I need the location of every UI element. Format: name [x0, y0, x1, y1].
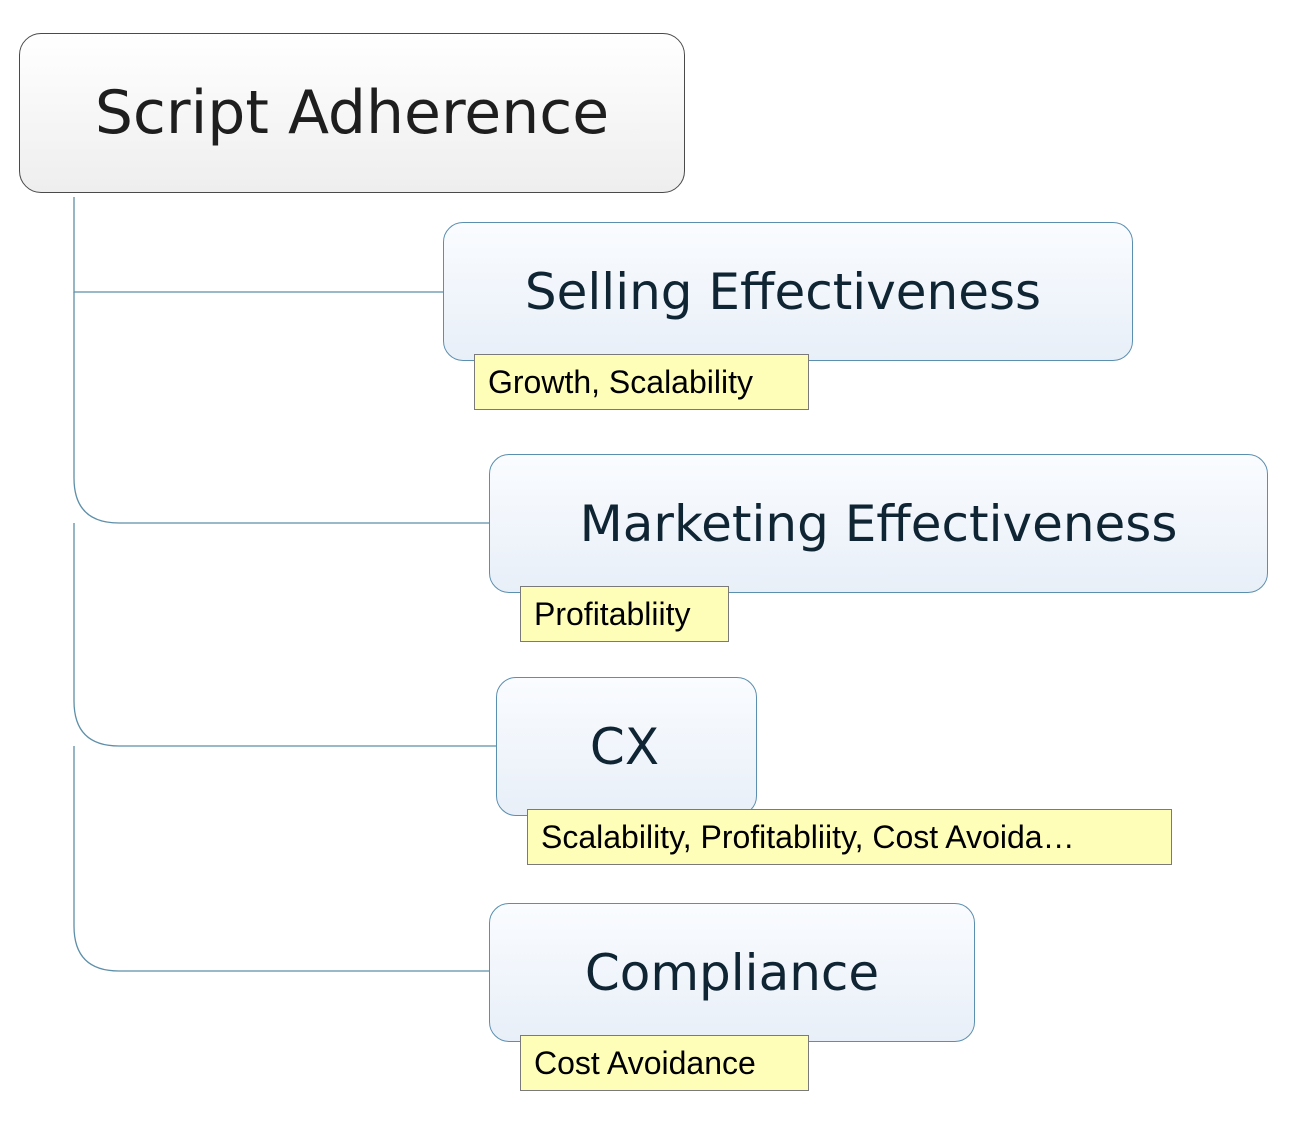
connector-compliance [73, 746, 490, 972]
topic-cx[interactable]: CX [496, 677, 757, 816]
topic-cx-label: CX [589, 717, 660, 776]
topic-marketing-effectiveness-label: Marketing Effectiveness [579, 494, 1178, 553]
topic-compliance[interactable]: Compliance [489, 903, 975, 1042]
topic-selling-effectiveness-label: Selling Effectiveness [524, 262, 1042, 321]
topic-marketing-effectiveness[interactable]: Marketing Effectiveness [489, 454, 1268, 593]
tag-compliance-text: Cost Avoidance [534, 1044, 756, 1081]
topic-selling-effectiveness[interactable]: Selling Effectiveness [443, 222, 1133, 361]
connector-trunk [73, 197, 444, 293]
connector-marketing [73, 292, 490, 524]
tag-cx: Scalability, Profitabliity, Cost Avoida… [527, 809, 1172, 865]
tag-cx-text: Scalability, Profitabliity, Cost Avoida… [541, 818, 1075, 855]
tag-compliance: Cost Avoidance [520, 1035, 809, 1091]
connector-cx [73, 523, 497, 747]
root-topic[interactable]: Script Adherence [19, 33, 685, 193]
tag-marketing-effectiveness-text: Profitabliity [534, 595, 691, 632]
tag-selling-effectiveness-text: Growth, Scalability [488, 363, 753, 400]
root-topic-label: Script Adherence [94, 78, 610, 148]
tag-selling-effectiveness: Growth, Scalability [474, 354, 809, 410]
tag-marketing-effectiveness: Profitabliity [520, 586, 729, 642]
topic-compliance-label: Compliance [584, 943, 880, 1002]
